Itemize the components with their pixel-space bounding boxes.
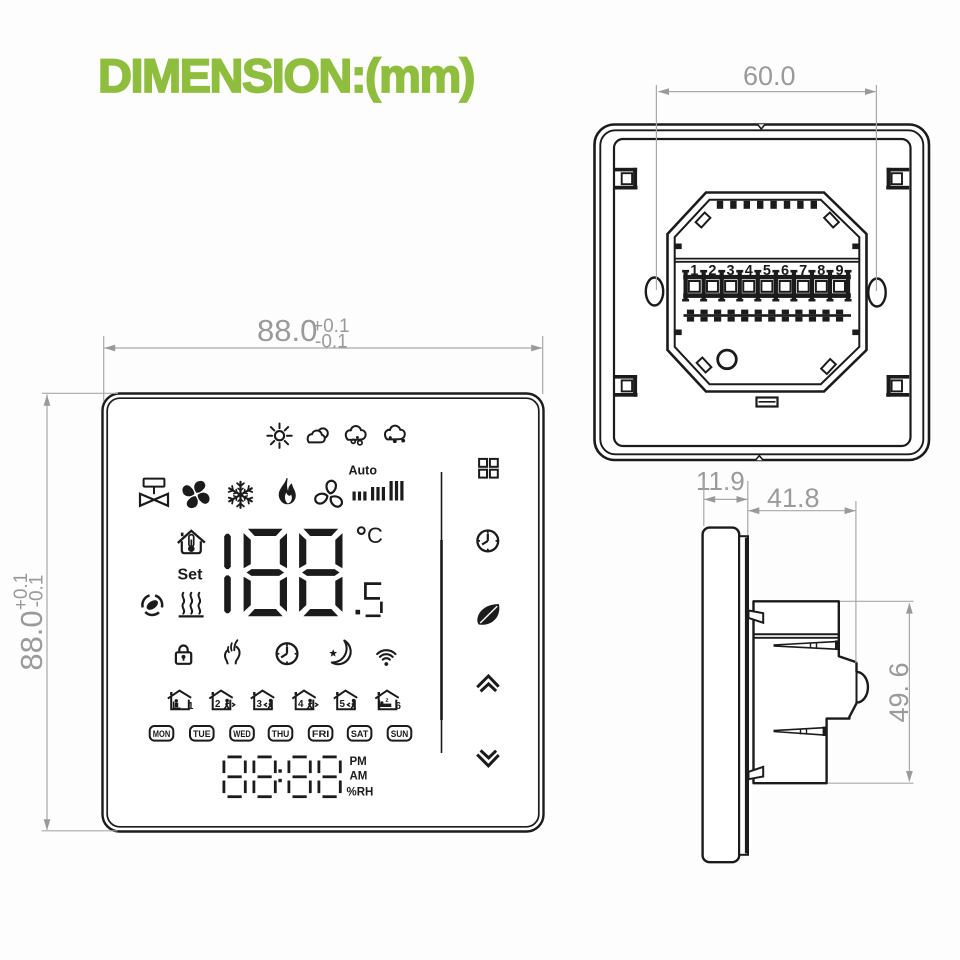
svg-text:SAT: SAT [351, 729, 369, 740]
svg-text:+0.1: +0.1 [11, 573, 32, 611]
svg-text:60.0: 60.0 [743, 61, 796, 91]
svg-text:%RH: %RH [347, 786, 374, 798]
svg-text:5: 5 [763, 263, 771, 279]
svg-text:THU: THU [272, 729, 290, 740]
svg-text:z: z [386, 698, 389, 704]
svg-text:3: 3 [256, 699, 262, 710]
svg-text:C: C [367, 523, 383, 548]
svg-text:-0.1: -0.1 [315, 332, 348, 353]
svg-text:1: 1 [188, 701, 194, 712]
svg-text:4: 4 [745, 263, 753, 279]
svg-text:88.0: 88.0 [14, 610, 49, 670]
svg-text:WED: WED [233, 729, 251, 740]
svg-text:2: 2 [215, 699, 221, 710]
svg-text:Auto: Auto [349, 464, 378, 478]
svg-text:8: 8 [817, 263, 825, 279]
svg-text:41.8: 41.8 [767, 483, 820, 513]
svg-text:6: 6 [395, 701, 401, 712]
svg-text:9: 9 [835, 263, 843, 279]
svg-text:3: 3 [727, 263, 735, 279]
svg-text:MON: MON [153, 729, 171, 740]
svg-text:2: 2 [708, 263, 716, 279]
svg-text:SUN: SUN [391, 729, 409, 740]
svg-text:88.0: 88.0 [257, 313, 317, 348]
svg-text:PM: PM [350, 756, 367, 768]
svg-text:49. 6: 49. 6 [884, 662, 914, 722]
svg-text:6: 6 [781, 263, 789, 279]
svg-text:5: 5 [339, 699, 345, 710]
svg-text:FRI: FRI [312, 729, 330, 740]
svg-text:DIMENSION:(mm): DIMENSION:(mm) [98, 49, 474, 102]
svg-text:7: 7 [799, 263, 807, 279]
svg-text:+0.1: +0.1 [312, 316, 350, 337]
svg-text:AM: AM [350, 771, 368, 783]
svg-text:4: 4 [298, 699, 304, 710]
svg-text:-0.1: -0.1 [27, 575, 48, 608]
svg-text:1: 1 [690, 263, 698, 279]
svg-text:Set: Set [178, 567, 204, 584]
svg-text:TUE: TUE [193, 729, 211, 740]
